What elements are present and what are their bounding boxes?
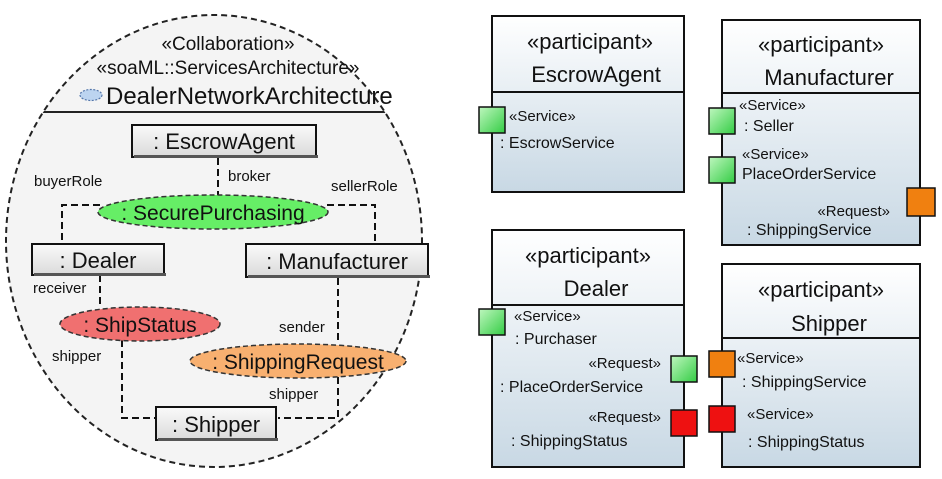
participant-dealer[interactable]: «participant» Dealer «Service» : Purchas…	[478, 229, 698, 468]
service-port-escrow[interactable]	[478, 106, 506, 134]
shipper-status-connector	[121, 340, 155, 419]
role-connectors	[61, 158, 376, 419]
service-port-place-order[interactable]	[708, 156, 736, 184]
service-port-seller[interactable]	[708, 107, 736, 135]
port-seller-name: : Seller	[744, 118, 794, 135]
part-shipper[interactable]: : Shipper	[155, 406, 278, 441]
participant-dealer-box	[491, 229, 685, 468]
participant-shipper-box	[721, 263, 921, 468]
part-dealer-label: : Dealer	[59, 248, 136, 273]
port-escrow-service-kind: «Service»	[509, 108, 576, 125]
port-purchaser-kind: «Service»	[514, 308, 581, 325]
use-secure-purchasing-ellipse	[97, 194, 329, 230]
participant-escrow-agent-box	[491, 15, 685, 193]
port-shipping-service-name: : ShippingService	[747, 222, 872, 239]
use-secure-purchasing[interactable]: : SecurePurchasing	[97, 194, 329, 230]
role-label-broker: broker	[228, 168, 271, 185]
port-place-order-name: PlaceOrderService	[742, 166, 876, 183]
port-shipping-service-kind: «Request»	[817, 203, 890, 220]
participant-manufacturer[interactable]: «participant» Manufacturer «Service» : S…	[708, 19, 936, 246]
port-shipper-shipping-status-kind: «Service»	[747, 406, 814, 423]
participant-shipper-stereotype: «participant»	[758, 277, 884, 302]
participant-manufacturer-name: Manufacturer	[764, 65, 894, 90]
port-shipping-status-request-kind: «Request»	[588, 409, 661, 426]
service-port-shipping-status[interactable]	[708, 405, 736, 433]
part-manufacturer-box	[245, 243, 429, 278]
use-shipping-request-label: : ShippingRequest	[212, 351, 384, 374]
port-escrow-service-name: : EscrowService	[500, 135, 615, 152]
participant-shipper[interactable]: «participant» Shipper «Service» : Shippi…	[708, 263, 921, 468]
use-ship-status-ellipse	[59, 306, 221, 342]
use-shipping-request[interactable]: : ShippingRequest	[189, 343, 407, 379]
request-port-shipping-service[interactable]	[906, 187, 936, 217]
role-label-shipper-left: shipper	[52, 348, 101, 365]
request-port-shipping-status[interactable]	[670, 409, 698, 437]
part-manufacturer[interactable]: : Manufacturer	[245, 243, 430, 278]
participant-shipper-name: Shipper	[791, 311, 867, 336]
services-architecture-stereotype: «soaML::ServicesArchitecture»	[97, 58, 360, 79]
buyer-connector	[61, 204, 100, 244]
port-place-order-kind: «Service»	[742, 146, 809, 163]
collaboration-stereotype: «Collaboration»	[161, 34, 294, 55]
collaboration-icon	[79, 88, 103, 102]
part-escrow-agent[interactable]: : EscrowAgent	[131, 124, 318, 158]
part-escrow-agent-shadow	[134, 155, 318, 158]
role-label-shipper-right: shipper	[269, 386, 318, 403]
request-port-place-order[interactable]	[670, 355, 698, 383]
service-port-purchaser[interactable]	[478, 308, 506, 336]
use-ship-status-label: : ShipStatus	[83, 314, 196, 337]
part-dealer-box	[31, 243, 165, 276]
use-secure-purchasing-label: : SecurePurchasing	[121, 202, 304, 225]
port-purchaser-name: : Purchaser	[515, 331, 597, 348]
role-label-receiver: receiver	[33, 280, 86, 297]
part-manufacturer-shadow	[248, 275, 430, 278]
port-shipper-shipping-status-name: : ShippingStatus	[748, 434, 865, 451]
port-shipping-status-request-name: : ShippingStatus	[511, 433, 628, 450]
port-place-order-request-kind: «Request»	[588, 355, 661, 372]
collaboration-name: DealerNetworkArchitecture	[106, 83, 393, 110]
port-seller-kind: «Service»	[739, 97, 806, 114]
collaboration-use-area: «Collaboration» «soaML::ServicesArchitec…	[5, 14, 430, 468]
participant-manufacturer-stereotype: «participant»	[758, 32, 884, 57]
part-shipper-label: : Shipper	[172, 412, 260, 437]
role-label-seller: sellerRole	[331, 178, 398, 195]
seller-connector	[327, 204, 376, 244]
shipper-request-connector	[278, 377, 339, 419]
use-shipping-request-ellipse	[189, 343, 407, 379]
participant-escrow-agent-name: EscrowAgent	[531, 62, 661, 87]
participant-dealer-stereotype: «participant»	[525, 243, 651, 268]
part-dealer[interactable]: : Dealer	[31, 243, 166, 276]
participant-escrow-agent-stereotype: «participant»	[527, 29, 653, 54]
participant-manufacturer-box	[721, 19, 921, 246]
participant-escrow-agent[interactable]: «participant» EscrowAgent «Service» : Es…	[478, 15, 685, 193]
service-port-shipping-service[interactable]	[708, 350, 736, 378]
use-ship-status[interactable]: : ShipStatus	[59, 306, 221, 342]
role-label-buyer: buyerRole	[34, 173, 102, 190]
participant-dealer-name: Dealer	[564, 276, 629, 301]
part-shipper-box	[155, 406, 277, 441]
port-shipper-shipping-service-name: : ShippingService	[742, 374, 867, 391]
role-label-sender: sender	[279, 319, 325, 336]
port-shipper-shipping-service-kind: «Service»	[737, 350, 804, 367]
part-manufacturer-label: : Manufacturer	[266, 249, 408, 274]
port-place-order-request-name: : PlaceOrderService	[500, 379, 643, 396]
part-shipper-shadow	[158, 438, 278, 441]
part-escrow-agent-label: : EscrowAgent	[153, 129, 295, 154]
part-dealer-shadow	[34, 273, 166, 276]
